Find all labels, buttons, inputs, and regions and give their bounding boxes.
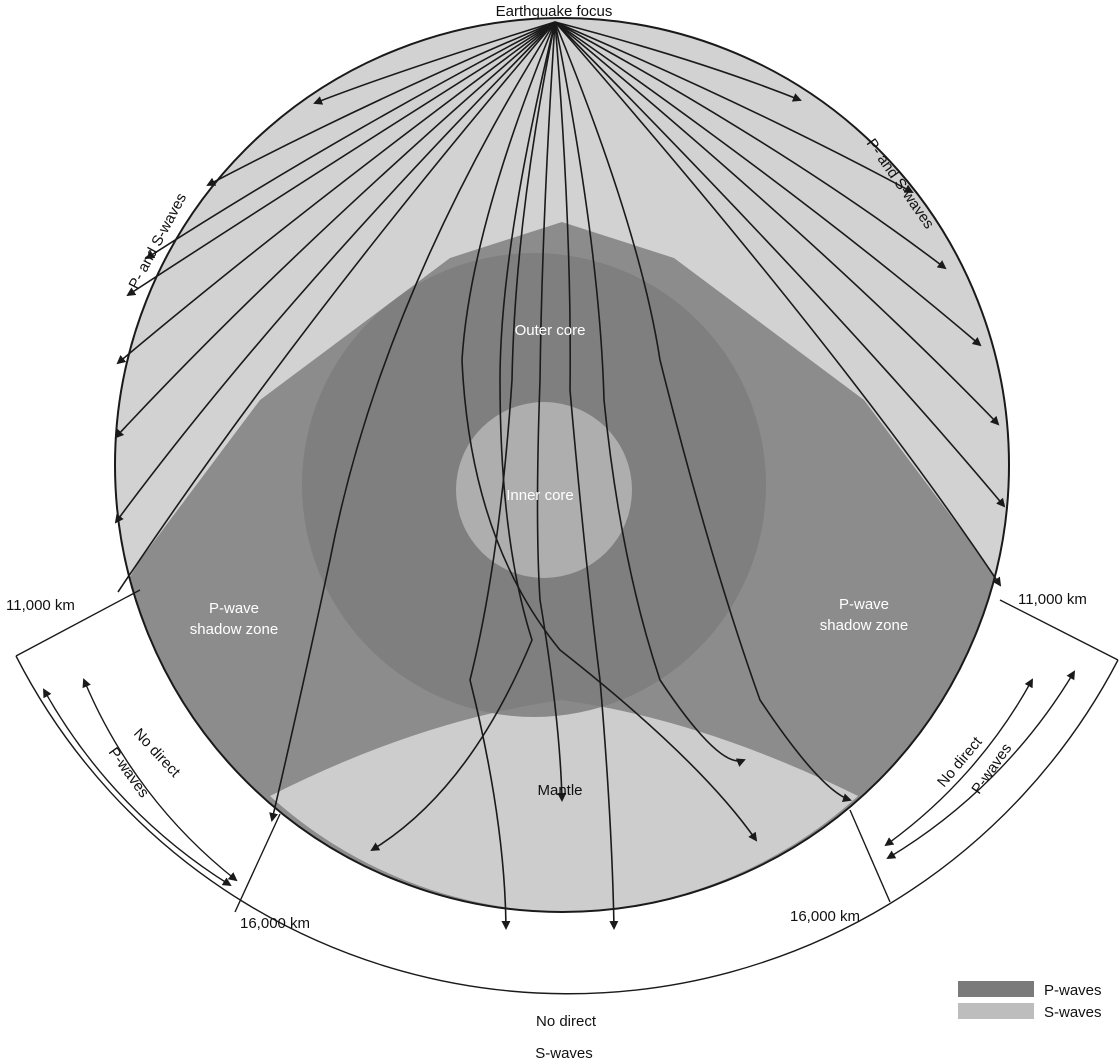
shadow-zone-right-label-1: P-wave xyxy=(839,596,889,613)
legend-label-s-waves: S-waves xyxy=(1044,1004,1102,1021)
km-11000-right-label: 11,000 km xyxy=(1018,591,1087,608)
km-11000-left-label: 11,000 km xyxy=(6,597,75,614)
shadow-zone-left-label-2: shadow zone xyxy=(190,621,278,638)
boundary-16000-right xyxy=(850,810,890,902)
earthquake-focus-label: Earthquake focus xyxy=(496,3,613,20)
outer-core-label: Outer core xyxy=(515,322,586,339)
inner-core-label: Inner core xyxy=(506,487,574,504)
mantle-label: Mantle xyxy=(537,782,582,799)
km-16000-left-label: 16,000 km xyxy=(240,915,310,932)
legend-swatch-s-waves xyxy=(958,1003,1034,1019)
legend: P-waves S-waves xyxy=(958,981,1102,1021)
no-direct-s-label-1: No direct xyxy=(536,1013,597,1030)
shadow-zone-right-label-2: shadow zone xyxy=(820,617,908,634)
km-16000-right-label: 16,000 km xyxy=(790,908,860,925)
no-direct-s-label-2: S-waves xyxy=(535,1045,593,1062)
legend-swatch-p-waves xyxy=(958,981,1034,997)
shadow-zone-left-label-1: P-wave xyxy=(209,600,259,617)
boundary-11000-right xyxy=(1000,600,1118,660)
boundary-16000-left xyxy=(235,814,280,912)
legend-label-p-waves: P-waves xyxy=(1044,982,1102,999)
